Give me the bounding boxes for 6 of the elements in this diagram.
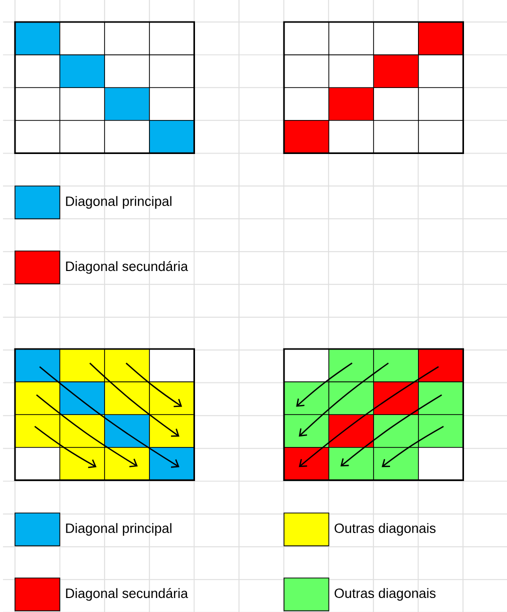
legend-label: Diagonal secundária	[66, 261, 188, 274]
legend-label: Outras diagonais	[334, 588, 436, 601]
legend-label: Outras diagonais	[334, 523, 436, 536]
legend-label: Diagonal secundária	[66, 588, 188, 601]
legend-label: Diagonal principal	[66, 196, 172, 209]
legend-label: Diagonal principal	[66, 523, 172, 536]
